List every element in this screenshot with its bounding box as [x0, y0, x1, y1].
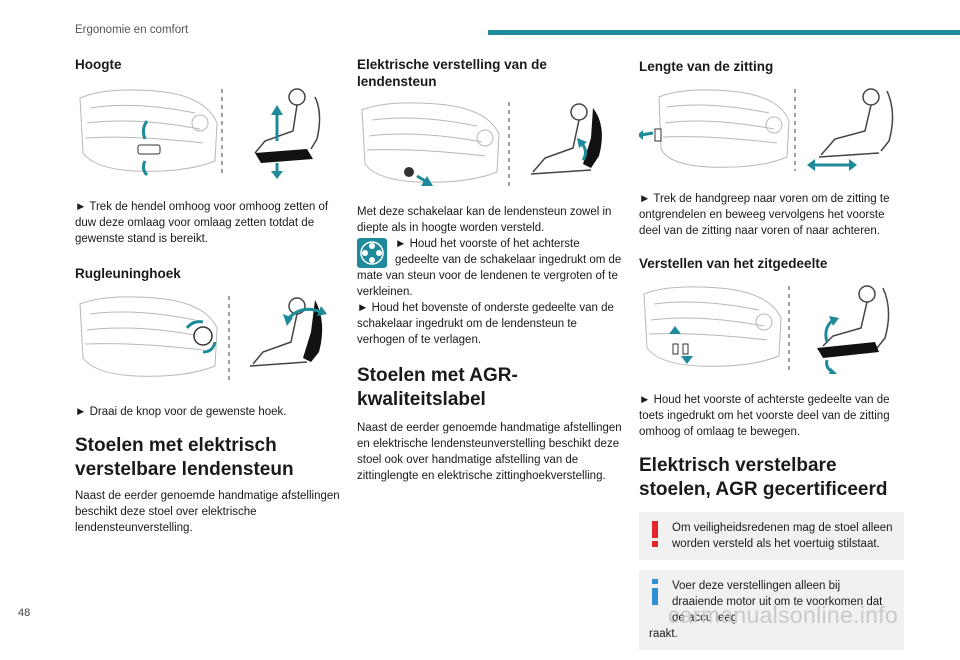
heading-agr-electric-seats: Elektrisch verstelbare stoelen, AGR gece… — [639, 455, 888, 500]
heading-electric-lumbar: Elektrische verstelling van de lendenste… — [357, 57, 547, 89]
figure-seat-tilt — [639, 282, 904, 376]
column-3: Lengte van de zitting ► Trek de handgree… — [639, 56, 904, 660]
figure-seat-length — [639, 85, 904, 175]
text-seat-length-instruction: ► Trek de handgreep naar voren om de zit… — [639, 193, 890, 237]
column-2: Elektrische verstelling van de lendenste… — [357, 56, 627, 484]
watermark: carmanualsonline.info — [668, 602, 899, 628]
text-backrest-instruction: ► Draai de knop voor de gewenste hoek. — [75, 406, 287, 418]
warning-box: Om veiligheidsredenen mag de stoel allee… — [639, 512, 904, 560]
figure-backrest-knob — [75, 292, 345, 384]
page-header-title: Ergonomie en comfort — [75, 24, 189, 36]
header-accent-bar — [488, 30, 960, 35]
text-lumbar-depth-a: ► Houd het voorste of het achterste — [395, 238, 580, 250]
figure-lumbar-switch — [357, 98, 627, 190]
info-icon — [649, 579, 661, 610]
page-number: 48 — [18, 607, 31, 619]
text-agr-intro: Naast de eerder genoemde handmatige afst… — [357, 422, 622, 482]
text-lumbar-depth-b: gedeelte van de schakelaar ingedrukt om … — [357, 254, 622, 298]
heading-electric-lumbar-seats: Stoelen met elektrisch verstelbare lende… — [75, 435, 294, 480]
warning-icon — [649, 521, 661, 552]
heading-height: Hoogte — [75, 57, 122, 72]
text-lumbar-height: ► Houd het bovenste of onderste gedeelte… — [357, 302, 614, 346]
text-height-instruction: ► Trek de hendel omhoog voor omhoog zett… — [75, 201, 329, 245]
text-lumbar-switch: Met deze schakelaar kan de lendensteun z… — [357, 206, 612, 234]
text-seat-tilt-instruction: ► Houd het voorste of achterste gedeelte… — [639, 394, 890, 438]
text-lumbar-intro: Naast de eerder genoemde handmatige afst… — [75, 490, 340, 534]
info-box: Voer deze verstellingen alleen bij draai… — [639, 570, 904, 650]
heading-seat-length: Lengte van de zitting — [639, 59, 774, 74]
switch-icon — [357, 238, 387, 268]
heading-backrest: Rugleuninghoek — [75, 266, 181, 281]
info-text-end: raakt. — [649, 628, 678, 640]
lumbar-switch-instruction: ► Houd het voorste of het achterste gede… — [357, 236, 627, 300]
column-1: Hoogte ► Trek de hendel omhoog voor o — [75, 56, 345, 536]
warning-text: Om veiligheidsredenen mag de stoel allee… — [672, 522, 893, 550]
heading-seat-tilt: Verstellen van het zitgedeelte — [639, 256, 828, 271]
info-text: Voer deze verstellingen alleen bij draai… — [672, 580, 883, 624]
figure-height-lever — [75, 83, 345, 179]
heading-agr-seats: Stoelen met AGR-kwaliteitslabel — [357, 365, 518, 410]
